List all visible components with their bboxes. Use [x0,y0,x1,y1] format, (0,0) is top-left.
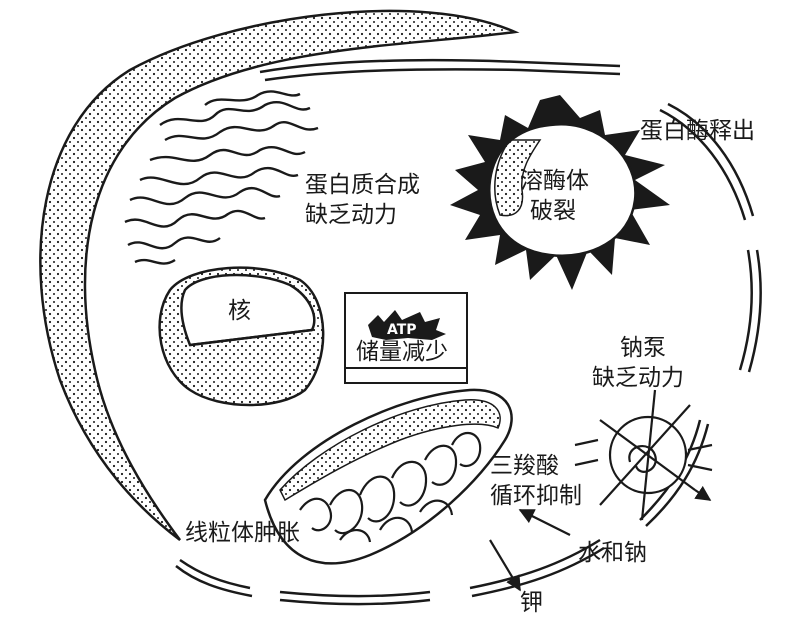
label-sodium-pump-1: 钠泵 [620,335,666,361]
label-protein-synthesis-1: 蛋白质合成 [305,172,420,198]
potassium-arrow [489,539,521,592]
sodium-pump [574,389,713,521]
label-water-sodium: 水和钠 [578,540,647,566]
mitochondrion [263,388,513,565]
water-sodium-arrow [518,509,571,536]
label-potassium: 钾 [520,590,543,616]
label-nucleus: 核 [228,298,251,324]
label-mitochondria: 线粒体肿胀 [185,520,300,546]
lysosome [450,95,670,290]
label-tca-2: 循环抑制 [490,483,582,509]
label-protein-synthesis-2: 缺乏动力 [305,202,397,228]
nucleus [158,266,325,407]
label-tca-1: 三羧酸 [490,453,559,479]
label-atp: ATP [387,322,417,338]
endoplasmic-reticulum [124,90,319,265]
cell-membrane-rim [39,9,520,541]
label-atp-reserve: 储量减少 [356,339,448,365]
label-lysosome-1: 溶酶体 [520,168,589,194]
cell-membrane [175,58,762,606]
label-lysosome-2: 破裂 [530,198,576,224]
atp-box [344,292,468,384]
atp-starburst [368,310,446,340]
label-sodium-pump-2: 缺乏动力 [592,365,684,391]
labels: 蛋白质合成 缺乏动力 溶酶体 破裂 蛋白酶释出 核 ATP 储量减少 钠泵 缺乏… [185,118,755,616]
label-enzyme-release: 蛋白酶释出 [640,118,755,144]
arrows [489,509,571,592]
